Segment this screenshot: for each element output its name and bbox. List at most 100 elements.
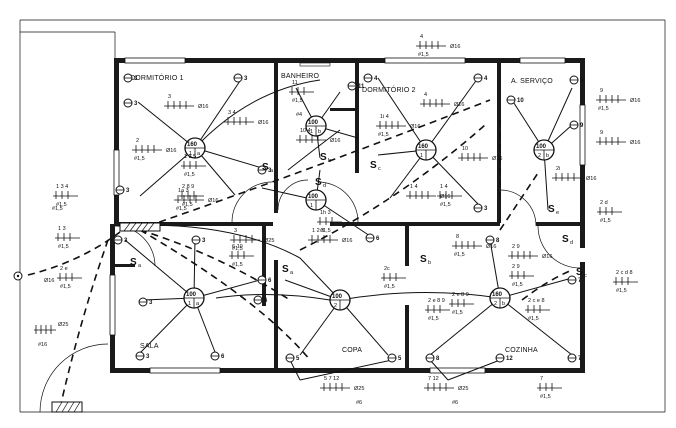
outlet-symbol: 3: [257, 165, 272, 175]
room-banheiro: BANHEIRO: [281, 73, 320, 80]
outlet-circuit: 3: [484, 206, 488, 212]
circuit-note: 2 8 9#1,5: [179, 184, 204, 208]
switch-id: b: [428, 260, 431, 266]
wire-size: #1,5: [232, 246, 243, 252]
circuit-ids: 1 3 4: [56, 184, 68, 190]
ceiling-id: b: [546, 153, 549, 159]
wire-size: #1,5: [58, 244, 69, 250]
switch-letter-s: S: [262, 162, 269, 173]
conduit-diameter: Ø16: [258, 120, 268, 126]
wire-size: #1,5: [454, 252, 465, 258]
conduit-circuits: 10: [462, 146, 468, 152]
wire-size: #1,5: [452, 310, 463, 316]
outlet-circuit: 8: [496, 238, 500, 244]
wire-size: #1,5: [528, 316, 539, 322]
circuit-ids: 2 e: [60, 266, 68, 272]
circuit-note: 6 10#1,5: [229, 244, 254, 268]
conduit-circuits: 1 4: [410, 184, 418, 190]
conduit-diameter: Ø16: [440, 194, 450, 200]
ceiling-id: b: [318, 129, 321, 135]
conduit-diameter: Ø16: [342, 238, 352, 244]
switch-id: a: [138, 263, 142, 269]
circuit-ids: 2 c d 8: [616, 270, 633, 276]
circuit-ids: 1h 3: [320, 210, 331, 216]
outlet-circuit: 8: [436, 356, 440, 362]
outlet-circuit: 4: [374, 76, 378, 82]
circuit-note: 2 c d 8#1,5: [613, 270, 638, 294]
room-dormitorio2: DORMITÓRIO 2: [362, 85, 416, 94]
wire-size: #1,5: [512, 282, 523, 288]
room-servico: A. SERVIÇO: [511, 78, 553, 85]
conduit-diameter: Ø16: [586, 176, 596, 182]
circuit-note: 11 #1,5: [289, 80, 314, 104]
conduit-diameter: Ø16: [486, 244, 496, 250]
switch-id: d: [570, 240, 573, 246]
conduit-circuits: 2: [136, 138, 139, 144]
conduit-circuits: 1i 4: [380, 114, 389, 120]
wire-size: #1,5: [418, 52, 429, 58]
conduit-diameter: Ø16: [208, 198, 218, 204]
outlet-symbol: 4: [363, 73, 378, 83]
circuit-ids: 6 10: [232, 244, 243, 250]
door-swings: [39, 179, 581, 413]
circuit-wiring: [119, 77, 573, 381]
outlet-circuit: 3: [134, 101, 138, 107]
circuit-note: 2 d #1,5: [597, 200, 622, 224]
outlet-symbol: 9: [569, 120, 584, 130]
outlet-symbol: 6: [365, 233, 380, 243]
ceiling-circuit: 2: [494, 301, 497, 307]
circuit-ids: 2 8 9: [182, 184, 194, 190]
outlet-symbol: 3: [135, 351, 150, 361]
outlet-circuit: 10: [517, 98, 524, 104]
conduit-diameter: Ø16: [410, 124, 420, 130]
ceiling-power: 100: [308, 194, 319, 200]
ceiling-circuit: 1: [188, 301, 191, 307]
ceiling-circuit: 1: [189, 151, 192, 157]
outlet-symbol: 4: [473, 73, 488, 83]
ceiling-power: 160: [418, 144, 429, 150]
conduit-diameter: Ø16: [166, 148, 176, 154]
switch-letter-s: S: [282, 264, 289, 275]
wire-size: #1,5: [428, 316, 439, 322]
wire-size: #1,5: [292, 98, 303, 104]
circuit-ids: 11: [292, 80, 298, 86]
room-dormitorio1: DORMITÓRIO 1: [130, 73, 184, 82]
outlet-symbol: 7: [567, 275, 582, 285]
circuit-note: 2 9#1,5: [509, 264, 534, 288]
outlet-circuit: 9: [580, 78, 584, 84]
circuit-ids: 2 d: [600, 200, 608, 206]
outlet-circuit: 5: [398, 356, 402, 362]
conduit-circuits: 8: [456, 234, 459, 240]
switch-letter-s: S: [370, 160, 377, 171]
bundle-tag: #6: [356, 400, 362, 406]
circuit-note: 2 e 8 9#1,5: [425, 298, 450, 322]
wire-size: #1,5: [184, 172, 195, 178]
outlet-circuit: 5: [296, 356, 300, 362]
outlet-symbol: 3: [123, 98, 138, 108]
outlet-symbol: 3: [113, 235, 128, 245]
room-copa: COPA: [342, 347, 362, 354]
conduit-diameter: Ø25: [458, 386, 468, 392]
wire-size: #1,5: [600, 218, 611, 224]
feeder-lines: [27, 99, 573, 409]
wire-size: #1,5: [440, 202, 451, 208]
bundle-tag: #4: [296, 112, 302, 118]
ceiling-power: 100: [332, 294, 343, 300]
circuit-ids: 1 3: [58, 226, 66, 232]
